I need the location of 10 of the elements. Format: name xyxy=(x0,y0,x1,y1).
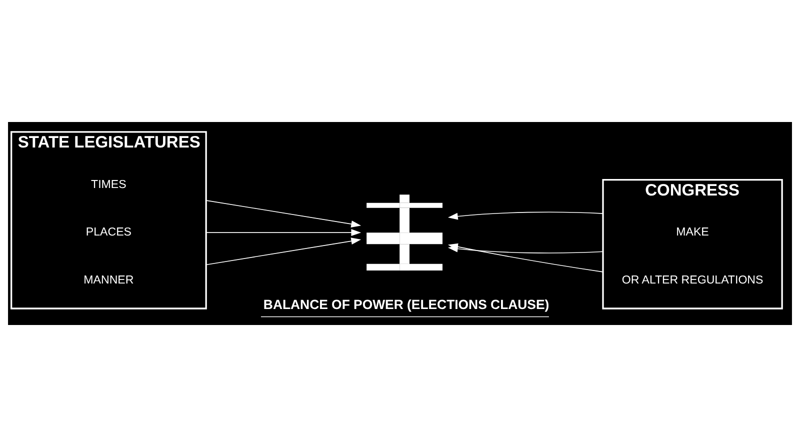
arrow xyxy=(448,212,604,220)
arrow xyxy=(206,200,362,228)
node-text: OR ALTER REGULATIONS xyxy=(622,274,764,286)
arrow xyxy=(206,238,362,266)
label: BALANCE OF POWER (ELECTIONS CLAUSE) xyxy=(263,297,550,312)
arrow xyxy=(206,229,362,236)
node-text: MAKE xyxy=(676,226,709,239)
node-text: TIMES xyxy=(91,178,126,191)
node-text: MANNER xyxy=(84,274,134,286)
node-text: PLACES xyxy=(86,226,132,239)
